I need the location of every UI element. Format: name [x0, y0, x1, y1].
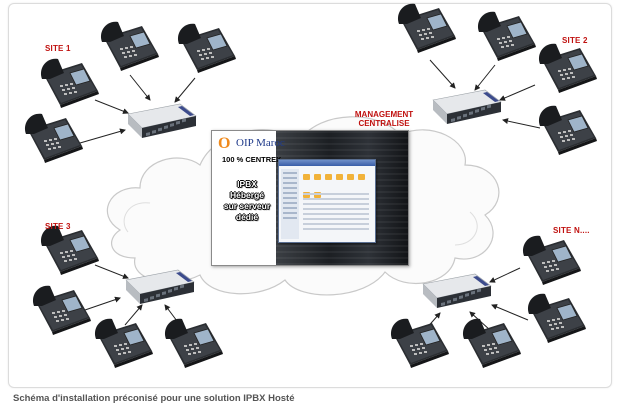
site3-switch: [125, 269, 195, 305]
logo-mark-icon: O: [218, 135, 231, 152]
ipbx-central-panel: O OIP Maroc 100 % CENTREX IPBX Hébergé s…: [211, 130, 409, 266]
site2-links: [429, 59, 541, 129]
site3-phone-3: [94, 318, 154, 369]
logo-text: OIP Maroc: [236, 137, 285, 149]
centrex-label: 100 % CENTREX: [222, 155, 282, 164]
site2-phone-2: [477, 11, 537, 62]
siteN-phone-3: [462, 318, 522, 369]
siteN-label: SITE N....: [553, 226, 590, 235]
siteN-phone-2: [527, 293, 587, 344]
site1-phone-2: [177, 23, 237, 74]
site1-switch: [127, 103, 197, 139]
site1-label: SITE 1: [45, 44, 71, 53]
ipbx-line-3: sur serveur: [223, 201, 271, 211]
site2-phone-1: [397, 3, 457, 54]
ipbx-line-4: dédié: [235, 212, 259, 222]
ipbx-line-2: Hébergé: [229, 190, 264, 200]
site2-switch: [432, 89, 502, 125]
admin-screenshot-window: [278, 159, 376, 243]
ipbx-panel-left: [212, 131, 276, 265]
window-rows: [303, 190, 369, 233]
site3-phone-4: [164, 318, 224, 369]
management-label: MANAGEMENT CENTRALISE: [344, 110, 424, 128]
siteN-phone-1: [522, 235, 582, 286]
site2-phone-4: [538, 105, 598, 156]
site3-phone-2: [32, 285, 92, 336]
diagram-caption: Schéma d'installation préconisé pour une…: [13, 393, 295, 404]
ipbx-line-1: IPBX: [237, 179, 257, 189]
oip-maroc-logo: O OIP Maroc: [216, 133, 302, 155]
site2-label: SITE 2: [562, 36, 588, 45]
window-titlebar: [279, 160, 375, 166]
site1-phone-1: [100, 21, 160, 72]
site1-phone-3: [40, 58, 100, 109]
management-line-1: MANAGEMENT: [354, 110, 414, 119]
site1-phone-4: [24, 113, 84, 164]
window-sidebar: [281, 169, 299, 239]
management-line-2: CENTRALISE: [358, 119, 410, 128]
siteN-phone-4: [390, 318, 450, 369]
site1-links: [79, 74, 196, 144]
site3-phone-1: [40, 225, 100, 276]
window-icon-grid: [303, 170, 373, 206]
site3-label: SITE 3: [45, 222, 71, 231]
site2-phone-3: [538, 43, 598, 94]
ipbx-description: IPBX Hébergé sur serveur dédié: [216, 179, 278, 223]
